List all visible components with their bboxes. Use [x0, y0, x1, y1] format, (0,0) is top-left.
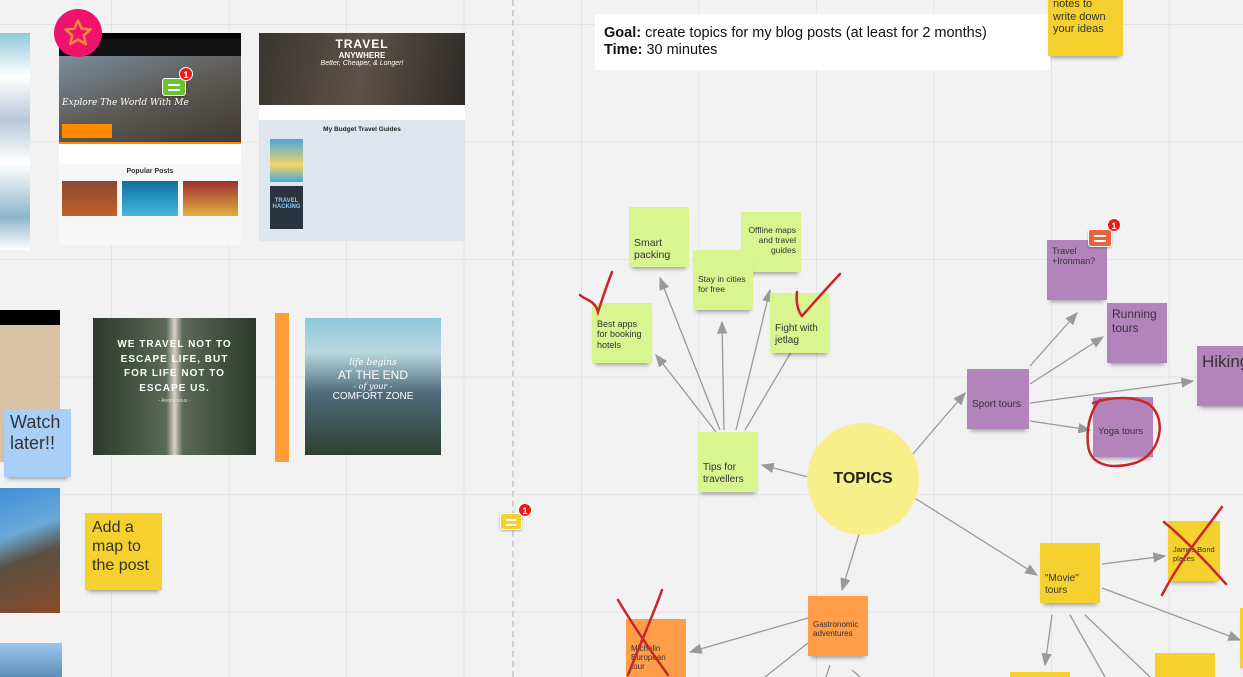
connector-arrow[interactable] [1084, 614, 1151, 677]
quote-image-travel[interactable]: WE TRAVEL NOT TO ESCAPE LIFE, BUT FOR LI… [93, 318, 256, 455]
time-label: Time: [604, 42, 643, 59]
budget-guides-title: My Budget Travel Guides [323, 126, 401, 133]
hero-button[interactable] [62, 124, 112, 138]
connector-arrow[interactable] [717, 320, 728, 431]
quote-image-comfort-zone[interactable]: life begins AT THE END - of your - COMFO… [305, 318, 441, 455]
connector-arrow[interactable] [912, 496, 1039, 576]
connector-arrow[interactable] [1041, 614, 1053, 667]
sticky-note-yoga-tours[interactable]: Yoga tours [1093, 397, 1153, 457]
orange-bar-shape[interactable] [275, 313, 289, 462]
goal-textbox[interactable]: Goal: create topics for my blog posts (a… [595, 14, 1050, 70]
connector-arrow[interactable] [825, 664, 831, 677]
sticky-note-tips-travellers[interactable]: Tips for travellers [698, 432, 758, 492]
website-screenshot-1[interactable]: Explore The World With Me Popular Posts [59, 33, 241, 245]
star-icon [64, 19, 92, 46]
connector-arrow[interactable] [1101, 587, 1242, 641]
comment-icon[interactable] [1088, 229, 1112, 247]
sticky-note-michelin[interactable]: Michelin European tour [626, 619, 686, 677]
frame-divider [512, 0, 514, 677]
sticky-note-gastronomic[interactable]: Gastronomic adventures [808, 596, 868, 656]
mountain-image[interactable] [0, 488, 60, 613]
sticky-note-james-bond[interactable]: James Bond places [1168, 521, 1220, 581]
sticky-note-stay-in-cities[interactable]: Stay in cities for free [693, 250, 753, 310]
goal-text: create topics for my blog posts (at leas… [641, 25, 987, 41]
time-text: 30 minutes [642, 42, 718, 59]
connector-arrow[interactable] [655, 353, 717, 433]
connector-arrow[interactable] [911, 392, 966, 456]
sticky-note-partial-1[interactable] [1010, 672, 1070, 677]
connector-arrow[interactable] [851, 669, 861, 677]
comfort-line2: AT THE END [337, 368, 408, 382]
hero-line2: ANYWHERE [338, 51, 386, 60]
quote-author: - Anonymous - [158, 398, 191, 404]
comment-count-badge: 1 [518, 503, 532, 517]
sticky-note-movie-tours[interactable]: "Movie" tours [1040, 543, 1100, 603]
connector-arrow[interactable] [1029, 336, 1105, 385]
connector-arrow[interactable] [840, 530, 861, 592]
hero-line1: TRAVEL [335, 37, 389, 51]
sticky-note-partial-3[interactable] [1240, 608, 1243, 668]
popular-posts-title: Popular Posts [126, 168, 174, 175]
sticky-note-best-apps[interactable]: Best apps for booking hotels [592, 303, 652, 363]
sticky-note-running-tours[interactable]: Running tours [1107, 303, 1167, 363]
connector-arrow[interactable] [735, 288, 773, 431]
sticky-note-fight-jetlag[interactable]: Fight with jetlag [770, 293, 830, 353]
sticky-note-ideas[interactable]: notes to write down your ideas [1048, 0, 1123, 56]
sticky-note-hiking[interactable]: Hiking [1197, 346, 1243, 406]
hero-title: Explore The World With Me [62, 98, 189, 108]
topic-circle[interactable]: TOPICS [807, 423, 919, 535]
sticky-note-add-map[interactable]: Add a map to the post [85, 513, 162, 590]
website-screenshot-2[interactable]: TRAVEL ANYWHERE Better, Cheaper, & Longe… [259, 33, 465, 241]
book-travel-hacking: TRAVEL HACKING [270, 186, 303, 229]
connector-arrow[interactable] [764, 642, 809, 677]
goal-label: Goal: [604, 25, 642, 41]
sticky-note-watch-later[interactable]: Watch later!! [4, 409, 71, 477]
connector-arrow[interactable] [688, 617, 809, 654]
partial-image-top-left[interactable] [0, 33, 30, 250]
comfort-line1: life begins [349, 358, 397, 368]
comment-icon[interactable] [162, 78, 186, 96]
quote-text: WE TRAVEL NOT TO ESCAPE LIFE, BUT FOR LI… [117, 339, 232, 394]
comment-count-badge: 1 [1107, 218, 1121, 232]
sticky-note-offline-maps[interactable]: Offline maps and travel guides [741, 212, 801, 272]
comment-count-badge: 1 [179, 67, 193, 81]
comfort-line4: COMFORT ZONE [332, 391, 414, 402]
lake-image[interactable] [0, 643, 62, 677]
connector-arrow[interactable] [760, 462, 809, 478]
sticky-note-partial-2[interactable] [1155, 653, 1215, 677]
star-badge[interactable] [54, 9, 102, 57]
sticky-note-travel-ironman[interactable]: Travel +Ironman? [1047, 240, 1107, 300]
connector-arrow[interactable] [1069, 614, 1106, 677]
connector-arrow[interactable] [1029, 420, 1092, 434]
connector-arrow[interactable] [1029, 312, 1078, 367]
comfort-line3: - of your - [353, 382, 393, 391]
sticky-note-smart-packing[interactable]: Smart packing [629, 207, 689, 267]
sticky-note-sport-tours[interactable]: Sport tours [967, 369, 1029, 429]
hero-line3: Better, Cheaper, & Longer! [320, 60, 404, 67]
connector-arrow[interactable] [1101, 552, 1167, 565]
comment-icon[interactable] [500, 513, 522, 530]
